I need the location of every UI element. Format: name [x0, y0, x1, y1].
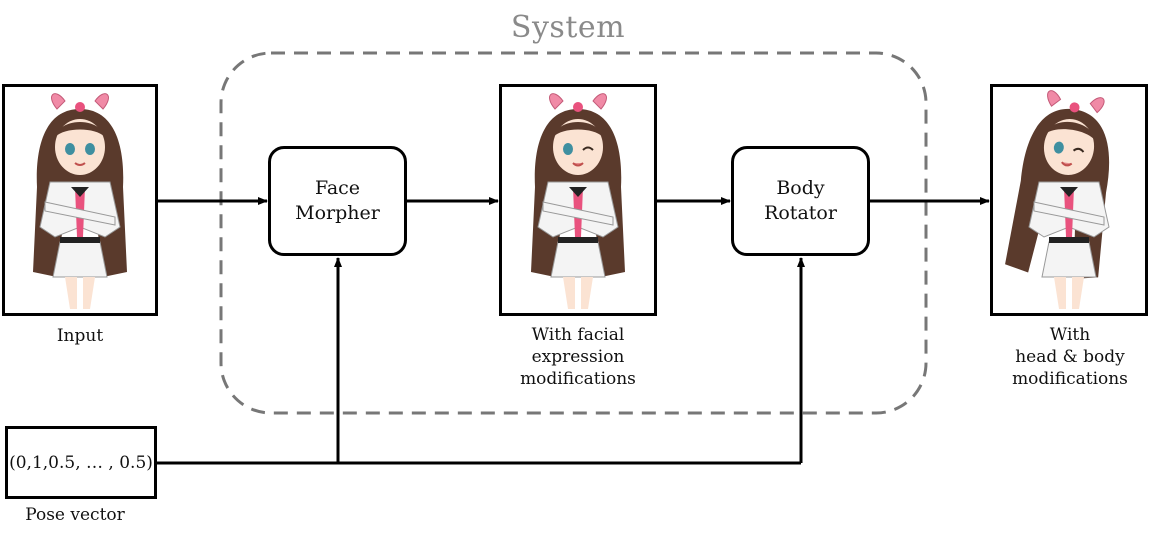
body-rotator-line-1: Body [776, 177, 825, 199]
system-boundary [219, 51, 928, 415]
body-rotator-box: Body Rotator [731, 146, 870, 256]
anime-girl-head-tilt-image [1005, 90, 1110, 309]
face-morpher-line-1: Face [314, 177, 361, 199]
anime-girl-winking-image [531, 93, 625, 309]
face-morpher-line-2: Morpher [295, 202, 380, 224]
output-caption-line-2: head & body [1015, 347, 1125, 367]
pose-vector-box: (0,1,0.5, … , 0.5) [5, 426, 157, 499]
system-label: System [510, 10, 626, 45]
output-caption-line-3: modifications [1012, 369, 1128, 389]
facial-expression-caption: With facial expression modifications [478, 324, 678, 390]
pose-vector-value: (0,1,0.5, … , 0.5) [9, 452, 153, 473]
facial-caption-line-1: With facial [531, 325, 625, 345]
output-caption-line-1: With [1049, 325, 1091, 345]
input-image [2, 84, 158, 316]
body-rotator-line-2: Rotator [764, 202, 837, 224]
input-caption: Input [2, 325, 158, 347]
facial-expression-image [499, 84, 657, 316]
pose-vector-caption-text: Pose vector [25, 505, 125, 525]
output-caption: With head & body modifications [970, 324, 1150, 390]
anime-girl-image [33, 93, 127, 309]
output-image [990, 84, 1148, 316]
pose-vector-caption: Pose vector [5, 504, 145, 526]
facial-caption-line-3: modifications [520, 369, 636, 389]
facial-caption-line-2: expression [531, 347, 625, 367]
input-caption-text: Input [56, 326, 104, 346]
face-morpher-box: Face Morpher [268, 146, 407, 256]
